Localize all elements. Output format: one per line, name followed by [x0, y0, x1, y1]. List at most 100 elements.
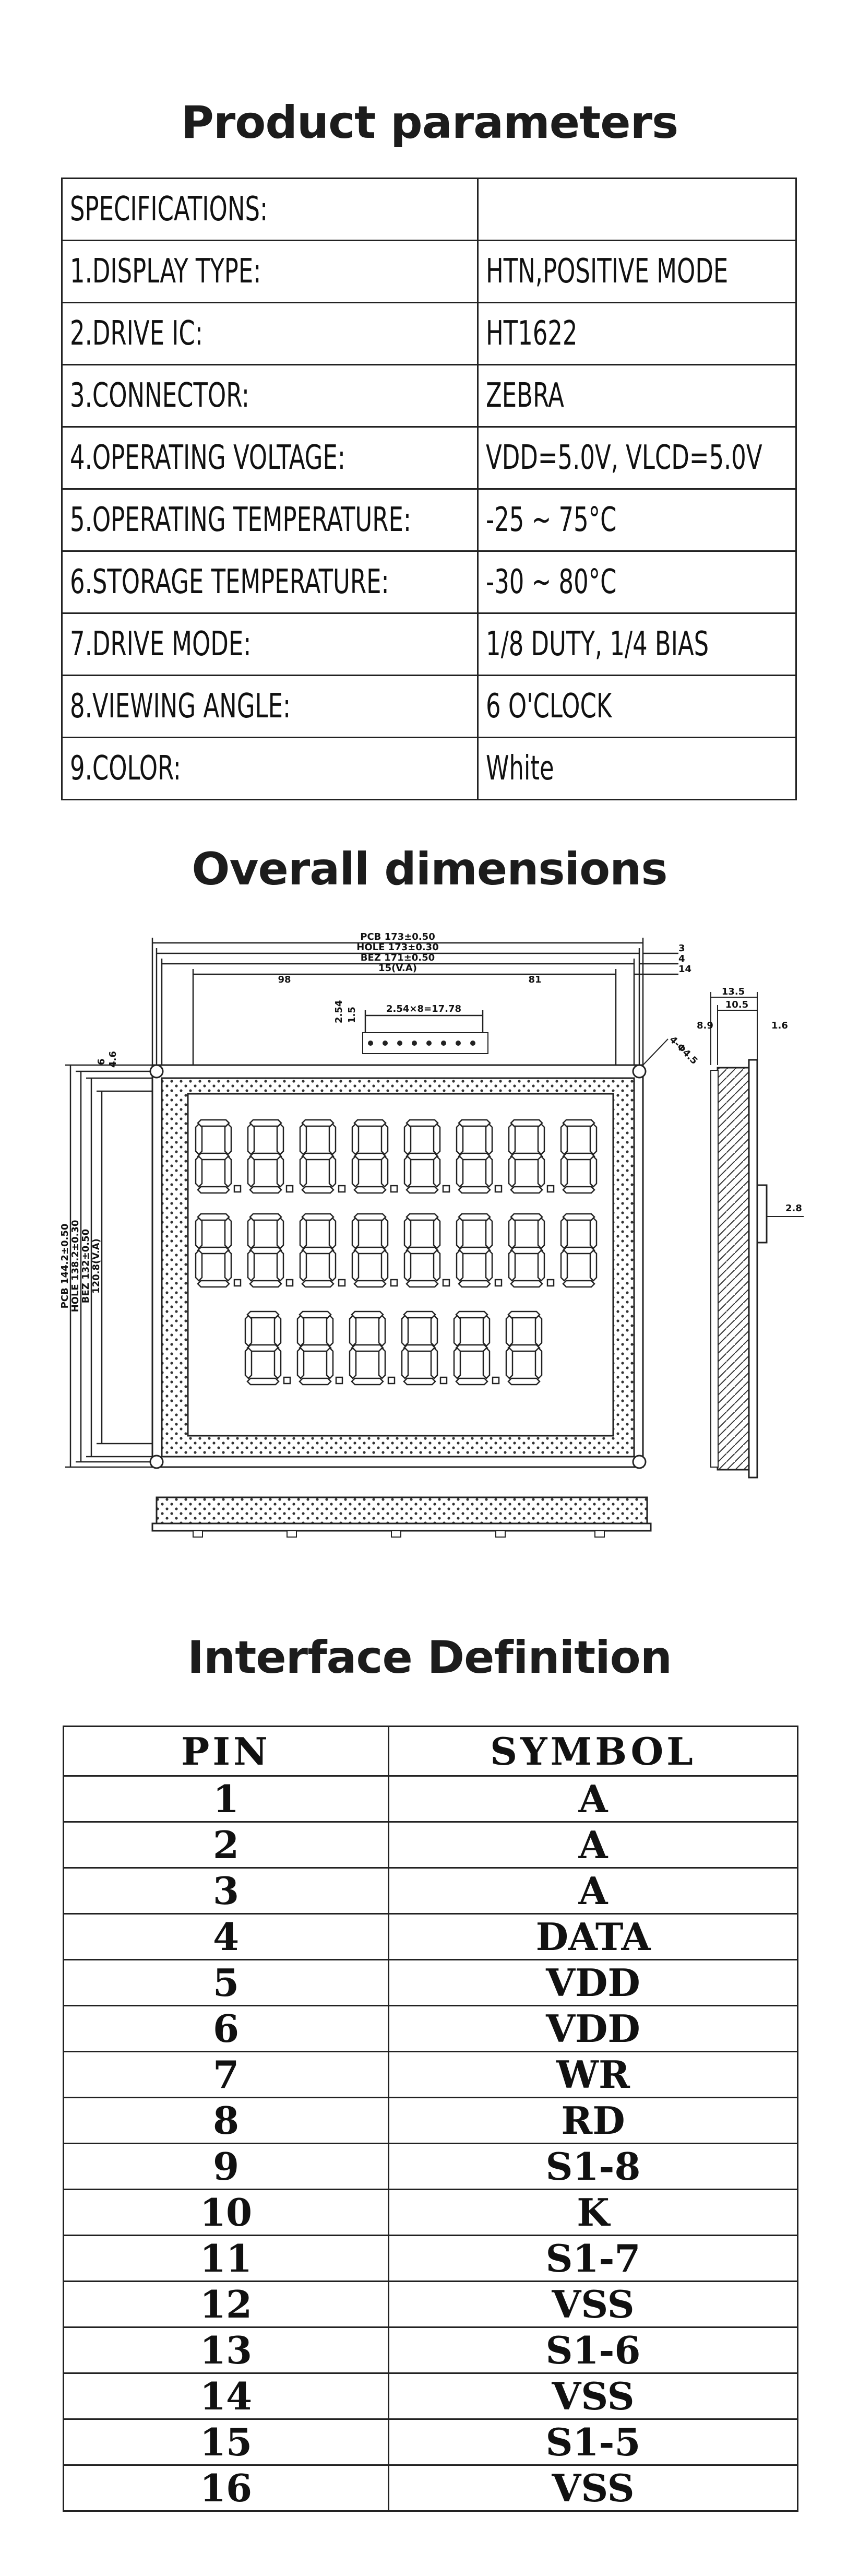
spec-table: SPECIFICATIONS: 1.DISPLAY TYPE: HTN,POSITI… [61, 178, 797, 800]
lcd-segment [349, 1347, 357, 1379]
lcd-decimal-point [546, 1279, 555, 1287]
lcd-segment [195, 1217, 203, 1249]
lcd-segment [249, 1213, 282, 1221]
pin-symbol: K [388, 2189, 798, 2236]
lcd-segment [197, 1246, 230, 1255]
lcd-decimal-point [442, 1279, 450, 1287]
lcd-segment [537, 1249, 545, 1282]
lcd-digit [351, 1213, 398, 1288]
pin-number: 11 [63, 2235, 389, 2282]
lcd-decimal-point [439, 1376, 448, 1385]
lcd-segment [560, 1249, 568, 1282]
spec-row: 6.STORAGE TEMPERATURE:-30 ~ 80°C [61, 550, 797, 614]
lcd-segment [405, 1280, 439, 1288]
spec-row: 4.OPERATING VOLTAGE:VDD=5.0V, VLCD=5.0V [61, 426, 797, 490]
spec-value: White [477, 737, 797, 800]
lcd-segment [456, 1217, 464, 1249]
spec-label-text: 1.DISPLAY TYPE: [70, 252, 261, 291]
spec-row: 1.DISPLAY TYPE: HTN,POSITIVE MODE [61, 240, 797, 303]
lcd-segment [247, 1155, 255, 1188]
lcd-segment [562, 1186, 595, 1194]
pin-symbol: A [388, 1821, 798, 1869]
lcd-segment [328, 1123, 337, 1155]
pin-symbol: VSS [388, 2372, 798, 2420]
lcd-segment [197, 1152, 230, 1161]
spec-label-text: SPECIFICATIONS: [70, 190, 268, 229]
spec-row: 8.VIEWING ANGLE:6 O'CLOCK [61, 675, 797, 738]
lcd-segment [405, 1119, 439, 1127]
pin-symbol: VSS [388, 2280, 798, 2328]
spec-row: 9.COLOR:White [61, 737, 797, 800]
pin-number: 14 [63, 2372, 389, 2420]
lcd-segment [403, 1123, 412, 1155]
lcd-segment [296, 1315, 305, 1347]
lcd-segment [247, 1249, 255, 1282]
dim-va-height: 120.8(V.A) [91, 1238, 102, 1294]
spec-value-text: HTN,POSITIVE MODE [486, 252, 729, 291]
lcd-segment [244, 1347, 253, 1379]
pin-number: 1 [63, 1775, 389, 1823]
lcd-segment [353, 1119, 387, 1127]
lcd-decimal-point [494, 1279, 503, 1287]
lcd-digit [505, 1310, 543, 1386]
dim-va-width: 15(V.A) [378, 963, 417, 974]
lcd-digit [453, 1310, 500, 1386]
lcd-segment [351, 1123, 360, 1155]
pin-symbol: A [388, 1775, 798, 1823]
lcd-segment [353, 1213, 387, 1221]
pin-number: 10 [63, 2189, 389, 2236]
lcd-segment [453, 1315, 461, 1347]
overall-dimensions-heading: Overall dimensions [192, 843, 667, 895]
spec-label: SPECIFICATIONS: [61, 178, 479, 241]
lcd-digit [247, 1119, 294, 1194]
lcd-segment [380, 1217, 389, 1249]
lcd-segment [326, 1347, 334, 1379]
lcd-decimal-point [285, 1279, 294, 1287]
lcd-decimal-point [390, 1185, 398, 1193]
lcd-segment [197, 1119, 230, 1127]
lcd-digit [403, 1119, 450, 1194]
spec-value: 1/8 DUTY, 1/4 BIAS [477, 612, 797, 676]
pin-number: 15 [63, 2418, 389, 2466]
lcd-segment [353, 1152, 387, 1161]
pin-number: 2 [63, 1821, 389, 1869]
lcd-segment [507, 1310, 541, 1319]
lcd-digit [349, 1310, 396, 1386]
dim-3: 3 [678, 943, 685, 954]
lcd-segment [589, 1217, 598, 1249]
lcd-segment [508, 1249, 516, 1282]
lcd-digit [456, 1119, 503, 1194]
spec-label-text: 5.OPERATING TEMPERATURE: [70, 501, 411, 539]
pin-symbol: VSS [388, 2464, 798, 2512]
pin-symbol: S1-5 [388, 2418, 798, 2466]
lcd-segment [351, 1155, 360, 1188]
spec-label: 3.CONNECTOR: [61, 364, 479, 428]
spec-row: 7.DRIVE MODE:1/8 DUTY, 1/4 BIAS [61, 612, 797, 676]
product-parameters-heading: Product parameters [181, 97, 678, 149]
spec-label: 2.DRIVE IC: [61, 302, 479, 365]
lcd-digit [351, 1119, 398, 1194]
lcd-segment [560, 1155, 568, 1188]
lcd-decimal-point [283, 1376, 291, 1385]
lcd-decimal-point [338, 1279, 346, 1287]
lcd-segment [458, 1213, 491, 1221]
spec-label: 7.DRIVE MODE: [61, 612, 479, 676]
lcd-decimal-point [338, 1185, 346, 1193]
lcd-segment [247, 1217, 255, 1249]
lcd-segment [301, 1152, 335, 1161]
lcd-segment [353, 1280, 387, 1288]
lcd-segment [456, 1123, 464, 1155]
spec-label-text: 2.DRIVE IC: [70, 314, 203, 353]
lcd-decimal-point [494, 1185, 503, 1193]
lcd-segment [534, 1315, 543, 1347]
lcd-segment [456, 1249, 464, 1282]
lcd-segment [560, 1217, 568, 1249]
spec-label-text: 3.CONNECTOR: [70, 376, 250, 415]
lcd-segment [299, 1123, 307, 1155]
lcd-segment [405, 1213, 439, 1221]
pin-symbol: RD [388, 2097, 798, 2144]
lcd-segment [328, 1155, 337, 1188]
